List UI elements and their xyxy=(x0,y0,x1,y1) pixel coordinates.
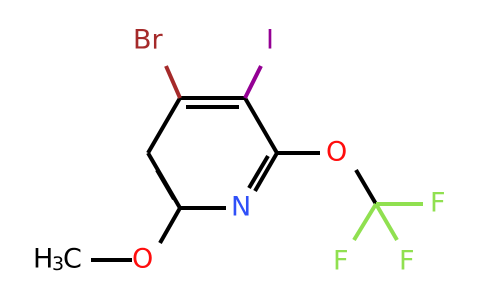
atom-label-layer: Br I N O O H 3 C F F F xyxy=(33,25,446,277)
bond-cf3-f2 xyxy=(352,202,378,242)
bond-c6-c5-inner xyxy=(155,168,176,201)
bond-o-cf3 xyxy=(354,168,378,206)
atom-oxygen-methoxy: O xyxy=(132,244,153,275)
atom-bromine: Br xyxy=(133,25,164,56)
bond-layer xyxy=(91,65,423,262)
bond-cf3-f3 xyxy=(374,202,399,242)
atom-fluorine-2: F xyxy=(333,246,349,277)
bond-c2-n-inner xyxy=(247,154,270,190)
methyl-h-label: H xyxy=(33,244,53,275)
bond-c6-o xyxy=(158,207,182,244)
methyl-subscript-label: 3 xyxy=(52,253,64,275)
bond-c3-c2 xyxy=(243,96,279,155)
atom-iodine: I xyxy=(266,25,274,56)
bond-c3-i xyxy=(243,65,263,99)
bond-c5-c4 xyxy=(146,96,182,155)
methyl-c-label: C xyxy=(63,244,82,275)
bond-c4-br xyxy=(164,65,182,99)
bond-c2-n xyxy=(253,151,279,193)
methyl-group-label: H 3 C xyxy=(33,244,82,276)
atom-oxygen-trifluoromethoxy: O xyxy=(326,137,347,168)
atom-nitrogen: N xyxy=(231,192,251,223)
atom-fluorine-1: F xyxy=(430,188,446,219)
atom-fluorine-3: F xyxy=(399,246,415,277)
